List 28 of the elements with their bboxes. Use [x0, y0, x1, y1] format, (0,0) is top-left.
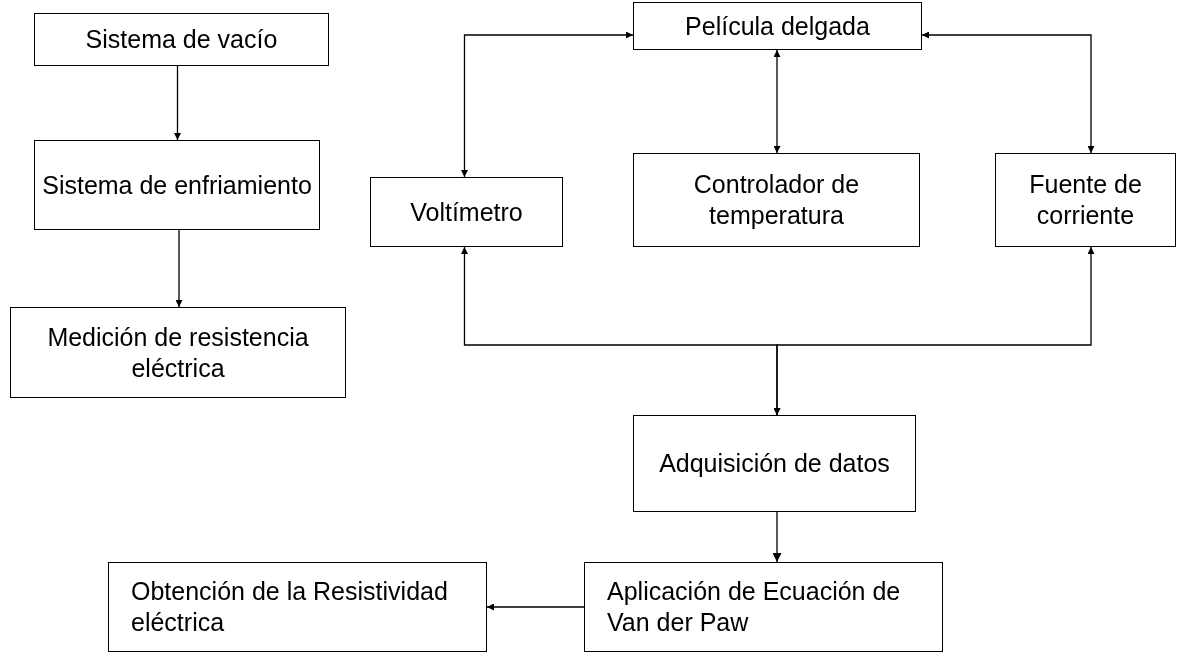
box-label: Fuente de corriente [1028, 169, 1143, 231]
process-box [34, 13, 329, 66]
process-box [34, 140, 320, 230]
process-box [995, 153, 1176, 247]
arrow [461, 31, 634, 178]
process-box [584, 562, 943, 652]
box-label: Adquisición de datos [659, 448, 890, 479]
box-label: Aplicación de Ecuación de Van der Paw [607, 576, 902, 638]
process-box [108, 562, 487, 652]
arrow [175, 229, 183, 308]
box-label: Controlador de temperatura [692, 169, 861, 231]
arrow [773, 49, 781, 154]
process-box [633, 415, 916, 512]
box-label: Obtención de la Resistividad eléctrica [131, 576, 449, 638]
box-label: Sistema de vacío [85, 24, 278, 55]
box-label: Medición de resistencia eléctrica [46, 321, 310, 384]
process-box [633, 2, 922, 50]
process-box [633, 153, 920, 247]
arrow [772, 511, 782, 563]
arrow [486, 603, 585, 611]
box-label: Película delgada [685, 10, 870, 42]
box-label: Sistema de enfriamiento [42, 169, 312, 201]
arrow [921, 31, 1095, 154]
process-box [10, 307, 346, 398]
arrow [174, 65, 181, 141]
arrow [773, 246, 1095, 416]
process-box [370, 177, 563, 247]
box-label: Voltímetro [410, 196, 523, 228]
